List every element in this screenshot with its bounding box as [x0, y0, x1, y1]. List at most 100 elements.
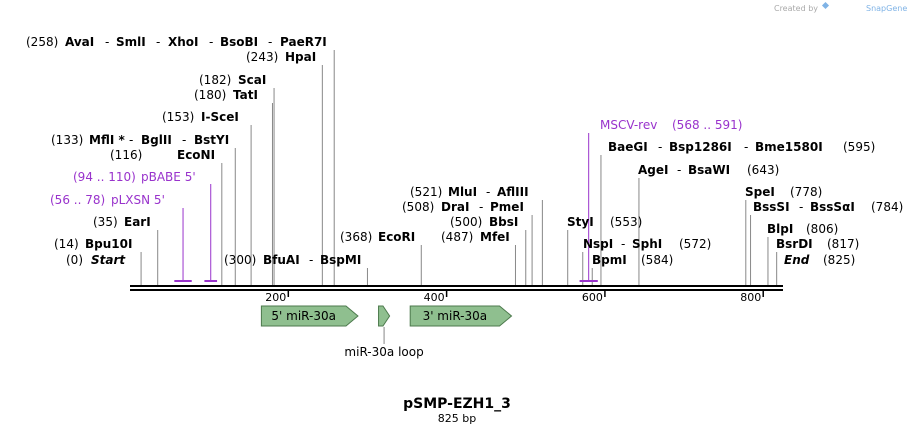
feature-mir5-arrow: [260, 305, 359, 327]
feature-loop-label: miR-30a loop: [344, 345, 423, 359]
site-avai[interactable]: (258) AvaI - SmlI - XhoI - BsoBI - PaeR7…: [26, 35, 327, 49]
primer-pbabe5-name: pBABE 5': [141, 170, 196, 184]
site-separator: -: [744, 140, 748, 154]
site-bsssi[interactable]: BssSI - BssSαI (784): [753, 200, 903, 214]
feature-mir5-label: 5' miR-30a: [271, 309, 336, 323]
primer-pbabe5-range: (94 .. 110): [73, 170, 136, 184]
site-bstyi-name: BstYI: [194, 133, 229, 147]
site-mlui-name: MluI: [448, 185, 477, 199]
site-styi[interactable]: StyI (553): [567, 215, 642, 229]
site-nspi[interactable]: NspI - SphI (572): [583, 237, 711, 251]
site-eari-position: (35): [93, 215, 118, 229]
site-bfuai-name: BfuAI: [263, 253, 300, 267]
site-bbsi[interactable]: (500) BbsI: [450, 215, 518, 229]
site-mfli[interactable]: (133) MflI * - BglII - BstYI: [51, 133, 229, 147]
site-nspi-position: (572): [679, 237, 711, 251]
site-styi-name: StyI: [567, 215, 594, 229]
site-separator: -: [658, 140, 662, 154]
site-hpai-name: HpaI: [285, 50, 316, 64]
site-end[interactable]: End (825): [784, 253, 855, 267]
site-bfuai-position: (300): [224, 253, 256, 267]
site-econi-position: (116): [110, 148, 142, 162]
site-bsawi-name: BsaWI: [688, 163, 730, 177]
feature-mir3[interactable]: 3' miR-30a: [409, 305, 513, 327]
site-hpai[interactable]: (243) HpaI: [246, 50, 316, 64]
site-econi[interactable]: (116) EcoNI: [110, 148, 215, 162]
site-afliii-name: AflIII: [497, 185, 529, 199]
site-nspi-name: NspI: [583, 237, 613, 251]
site-bsobi-name: BsoBI: [220, 35, 258, 49]
site-blpi-name: BlpI: [767, 222, 793, 236]
site-bme1580i-name: Bme1580I: [755, 140, 823, 154]
site-tati-position: (180): [194, 88, 226, 102]
feature-loop[interactable]: miR-30a loop: [344, 305, 424, 359]
site-scai[interactable]: (182) ScaI: [199, 73, 266, 87]
site-baegi[interactable]: BaeGI - Bsp1286I - Bme1580I (595): [608, 140, 875, 154]
site-mlui[interactable]: (521) MluI - AflIII: [410, 185, 529, 199]
site-scai-name: ScaI: [238, 73, 266, 87]
site-bpu10i-name: Bpu10I: [85, 237, 132, 251]
tick-label-600: 600: [582, 291, 603, 304]
site-separator: -: [479, 200, 483, 214]
site-mfli-position: (133): [51, 133, 83, 147]
site-bsssi-name: BssSI: [753, 200, 790, 214]
site-baegi-position: (595): [843, 140, 875, 154]
site-avai-position: (258): [26, 35, 58, 49]
site-separator: -: [621, 237, 625, 251]
plasmid-name: pSMP-EZH1_3: [403, 396, 511, 412]
site-separator: -: [209, 35, 213, 49]
site-separator: -: [309, 253, 313, 267]
site-bpmi[interactable]: BpmI (584): [592, 253, 673, 267]
site-bsrdi[interactable]: BsrDI (817): [776, 237, 859, 251]
site-bpmi-position: (584): [641, 253, 673, 267]
primer-pbabe5-label[interactable]: (94 .. 110) pBABE 5': [73, 170, 196, 184]
primer-pbabe5-mark[interactable]: [204, 184, 218, 282]
feature-loop-arrow: [378, 305, 391, 327]
site-bspmi-name: BspMI: [320, 253, 361, 267]
primer-mscvrev-name: MSCV-rev: [600, 118, 657, 132]
site-styi-position: (553): [610, 215, 642, 229]
site-ecori-position: (368): [340, 230, 372, 244]
site-xhoi-name: XhoI: [168, 35, 199, 49]
site-label-layer: (0) Start (14) Bpu10I (35) EarI (56 .. 7…: [26, 35, 903, 267]
site-separator: -: [677, 163, 681, 177]
site-eari[interactable]: (35) EarI: [93, 215, 151, 229]
tick-label-400: 400: [424, 291, 445, 304]
site-spei[interactable]: SpeI (778): [745, 185, 822, 199]
primer-mscvrev-label[interactable]: MSCV-rev (568 .. 591): [600, 118, 742, 132]
primer-plxsn5-name: pLXSN 5': [111, 193, 165, 207]
site-separator: -: [182, 133, 186, 147]
credit-brand: SnapGene: [866, 4, 907, 13]
site-ecori[interactable]: (368) EcoRI: [340, 230, 415, 244]
site-hpai-position: (243): [246, 50, 278, 64]
site-iscei[interactable]: (153) I-SceI: [162, 110, 239, 124]
site-agei-name: AgeI: [638, 163, 668, 177]
feature-mir3-label: 3' miR-30a: [423, 309, 488, 323]
primer-mscvrev-mark[interactable]: [579, 133, 598, 282]
site-eari-name: EarI: [124, 215, 151, 229]
site-tati[interactable]: (180) TatI: [194, 88, 258, 102]
site-ecori-name: EcoRI: [378, 230, 415, 244]
site-separator: -: [129, 133, 133, 147]
primer-mscvrev-range: (568 .. 591): [672, 118, 742, 132]
site-blpi-position: (806): [806, 222, 838, 236]
primer-plxsn5-mark[interactable]: [174, 208, 192, 282]
site-bpu10i[interactable]: (14) Bpu10I: [54, 237, 132, 251]
site-start[interactable]: (0) Start: [66, 253, 126, 267]
site-mfei[interactable]: (487) MfeI: [441, 230, 510, 244]
site-spei-name: SpeI: [745, 185, 775, 199]
backbone: [130, 285, 783, 291]
site-baegi-name: BaeGI: [608, 140, 648, 154]
site-scai-position: (182): [199, 73, 231, 87]
site-blpi[interactable]: BlpI (806): [767, 222, 838, 236]
site-iscei-position: (153): [162, 110, 194, 124]
feature-mir5[interactable]: 5' miR-30a: [260, 305, 359, 327]
site-agei[interactable]: AgeI - BsaWI (643): [638, 163, 779, 177]
site-drai[interactable]: (508) DraI - PmeI: [402, 200, 524, 214]
site-bbsi-position: (500): [450, 215, 482, 229]
site-bfuai[interactable]: (300) BfuAI - BspMI: [224, 253, 361, 267]
tick-label-800: 800: [740, 291, 761, 304]
primer-plxsn5-label[interactable]: (56 .. 78) pLXSN 5': [50, 193, 165, 207]
site-separator: -: [156, 35, 160, 49]
